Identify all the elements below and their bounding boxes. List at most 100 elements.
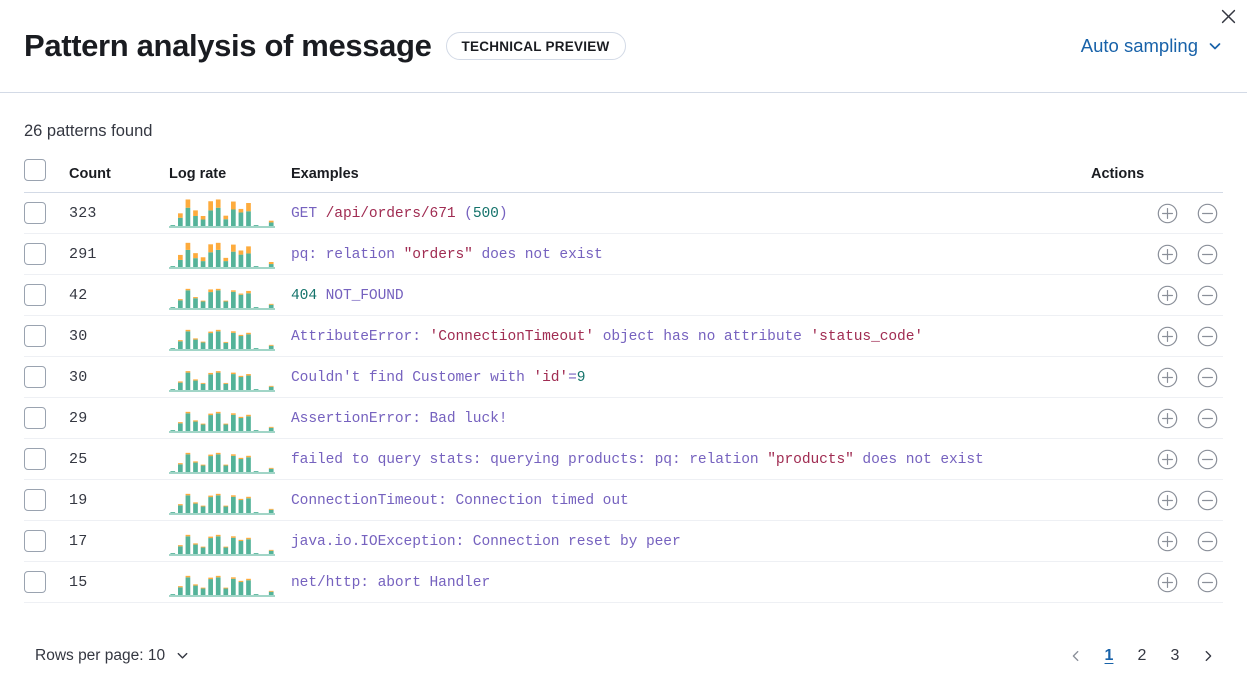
row-checkbox[interactable] (24, 202, 46, 224)
close-icon[interactable] (1215, 3, 1241, 29)
row-checkbox[interactable] (24, 366, 46, 388)
example-token: 9 (576, 370, 586, 386)
rows-per-page-button[interactable]: Rows per page: 10 (35, 647, 191, 665)
row-actions (1091, 284, 1223, 306)
minus-circle-icon[interactable] (1196, 325, 1218, 347)
plus-circle-icon[interactable] (1156, 284, 1178, 306)
chevron-down-icon (1207, 38, 1223, 54)
row-actions-cell (1091, 315, 1223, 357)
row-checkbox[interactable] (24, 243, 46, 265)
example-token: 'status_code' (810, 329, 924, 345)
page-button-3[interactable]: 3 (1160, 641, 1190, 671)
row-count-cell: 29 (69, 397, 169, 439)
row-checkbox[interactable] (24, 571, 46, 593)
plus-circle-icon[interactable] (1156, 571, 1178, 593)
plus-circle-icon[interactable] (1156, 530, 1178, 552)
example-token: does not exist (853, 452, 984, 468)
row-checkbox[interactable] (24, 407, 46, 429)
chevron-down-icon (175, 648, 191, 664)
example-token: net/http: abort Handler (291, 575, 491, 591)
minus-circle-icon[interactable] (1196, 366, 1218, 388)
plus-circle-icon[interactable] (1156, 407, 1178, 429)
select-all-header (24, 159, 69, 193)
chevron-right-icon[interactable] (1193, 641, 1223, 671)
select-all-checkbox[interactable] (24, 159, 46, 181)
table-row[interactable]: 30 AttributeError: 'ConnectionTimeout' ob… (24, 315, 1223, 357)
minus-circle-icon[interactable] (1196, 489, 1218, 511)
example-token: pq: relation (291, 247, 404, 263)
log-rate-sparkline (169, 280, 291, 310)
page-button-1[interactable]: 1 (1094, 641, 1124, 671)
row-log-rate-cell (169, 274, 291, 316)
auto-sampling-label: Auto sampling (1080, 35, 1198, 56)
plus-circle-icon[interactable] (1156, 202, 1178, 224)
row-count-cell: 19 (69, 479, 169, 521)
row-checkbox[interactable] (24, 530, 46, 552)
column-header-examples: Examples (291, 159, 1091, 193)
minus-circle-icon[interactable] (1196, 243, 1218, 265)
row-log-rate-cell (169, 397, 291, 439)
row-actions (1091, 530, 1223, 552)
row-select-cell (24, 479, 69, 521)
row-actions (1091, 202, 1223, 224)
log-rate-sparkline (169, 321, 291, 351)
column-header-log-rate: Log rate (169, 159, 291, 193)
row-select-cell (24, 356, 69, 398)
row-checkbox[interactable] (24, 448, 46, 470)
plus-circle-icon[interactable] (1156, 489, 1178, 511)
row-example: net/http: abort Handler (291, 575, 490, 591)
minus-circle-icon[interactable] (1196, 571, 1218, 593)
log-rate-sparkline (169, 198, 291, 228)
example-token: 'id' (533, 370, 569, 386)
row-count: 30 (69, 328, 88, 345)
example-token: "products" (767, 452, 854, 468)
row-checkbox[interactable] (24, 325, 46, 347)
row-count: 17 (69, 533, 88, 550)
row-checkbox[interactable] (24, 489, 46, 511)
patterns-found-count: 26 patterns found (24, 122, 153, 140)
plus-circle-icon[interactable] (1156, 243, 1178, 265)
row-count: 19 (69, 492, 88, 509)
example-token: ( (455, 206, 473, 222)
row-actions-cell (1091, 397, 1223, 439)
row-example: AttributeError: 'ConnectionTimeout' obje… (291, 329, 923, 345)
example-token: 404 (291, 288, 317, 304)
page-button-2[interactable]: 2 (1127, 641, 1157, 671)
example-token: 'ConnectionTimeout' (429, 329, 595, 345)
auto-sampling-button[interactable]: Auto sampling (1081, 35, 1223, 57)
row-count: 42 (69, 287, 88, 304)
plus-circle-icon[interactable] (1156, 448, 1178, 470)
example-token: 500 (472, 206, 499, 222)
minus-circle-icon[interactable] (1196, 407, 1218, 429)
row-example-cell: java.io.IOException: Connection reset by… (291, 520, 1091, 562)
row-example: failed to query stats: querying products… (291, 452, 984, 468)
minus-circle-icon[interactable] (1196, 202, 1218, 224)
log-rate-sparkline (169, 362, 291, 392)
row-count: 291 (69, 246, 97, 263)
row-count-cell: 42 (69, 274, 169, 316)
minus-circle-icon[interactable] (1196, 448, 1218, 470)
row-actions-cell (1091, 274, 1223, 316)
chevron-left-icon[interactable] (1061, 641, 1091, 671)
table-row[interactable]: 19 ConnectionTimeout: Connection timed ou… (24, 479, 1223, 521)
plus-circle-icon[interactable] (1156, 325, 1178, 347)
plus-circle-icon[interactable] (1156, 366, 1178, 388)
row-checkbox[interactable] (24, 284, 46, 306)
log-rate-sparkline (169, 403, 291, 433)
example-token: GET (291, 206, 326, 222)
minus-circle-icon[interactable] (1196, 284, 1218, 306)
example-token: ConnectionTimeout: Connection timed out (291, 493, 629, 509)
technical-preview-badge: TECHNICAL PREVIEW (445, 32, 626, 60)
row-count-cell: 30 (69, 315, 169, 357)
example-token: ) (498, 206, 508, 222)
example-token: Couldn't find Customer with (291, 370, 534, 386)
minus-circle-icon[interactable] (1196, 530, 1218, 552)
table-row[interactable]: 17 java.io.IOException: Connection reset … (24, 520, 1223, 562)
